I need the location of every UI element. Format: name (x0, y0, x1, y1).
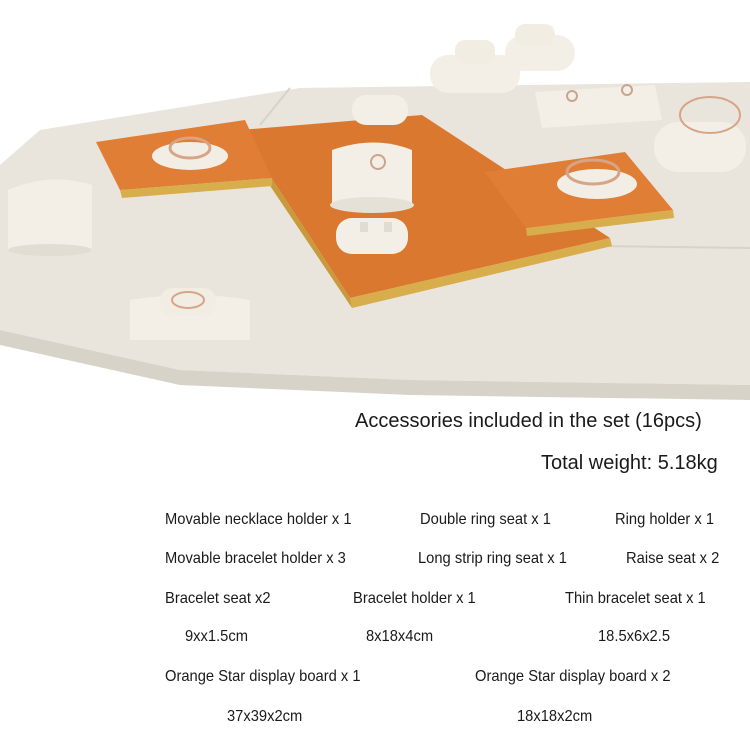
item-large-orange-board: Orange Star display board x 1 (165, 668, 361, 685)
total-weight: Total weight: 5.18kg (541, 452, 718, 474)
bracelet-seat-left-board (152, 136, 228, 170)
item-double-ring-seat: Double ring seat x 1 (420, 511, 551, 528)
gold-edge (350, 238, 612, 308)
thin-bracelet-seat (654, 96, 746, 172)
base-board-shadow (0, 330, 750, 400)
movable-bracelet-holder-bottom (130, 288, 250, 340)
size-small-orange-board: 18x18x2cm (517, 708, 593, 725)
item-bracelet-seat: Bracelet seat x2 (165, 590, 271, 607)
accessories-headline: Accessories included in the set (16pcs) (355, 410, 702, 432)
ring-holder-top (352, 95, 408, 125)
item-bracelet-holder: Bracelet holder x 1 (353, 590, 476, 607)
size-large-orange-board: 37x39x2cm (227, 708, 303, 725)
item-ring-holder: Ring holder x 1 (615, 511, 715, 528)
bracelet-holder-left (8, 179, 92, 256)
gold-edge (120, 178, 272, 198)
size-bracelet-seat: 9xx1.5cm (185, 628, 248, 645)
item-long-strip-ring-seat: Long strip ring seat x 1 (418, 550, 567, 567)
bracelet-seat-right-board (557, 158, 637, 199)
size-thin-bracelet-seat: 18.5x6x2.5 (598, 628, 671, 645)
item-thin-bracelet-seat: Thin bracelet seat x 1 (565, 590, 706, 607)
item-movable-bracelet-holder: Movable bracelet holder x 3 (165, 550, 346, 567)
gold-edge (526, 210, 674, 236)
item-movable-necklace-holder: Movable necklace holder x 1 (165, 511, 352, 528)
long-strip-ring-seat (535, 84, 662, 128)
item-small-orange-board: Orange Star display board x 2 (475, 668, 671, 685)
item-raise-seat: Raise seat x 2 (626, 550, 720, 567)
size-bracelet-holder: 8x18x4cm (366, 628, 434, 645)
necklace-holder (330, 142, 414, 213)
movable-bracelet-holders-top (430, 24, 575, 93)
board-seam (259, 87, 291, 126)
double-ring-seat (336, 218, 408, 254)
